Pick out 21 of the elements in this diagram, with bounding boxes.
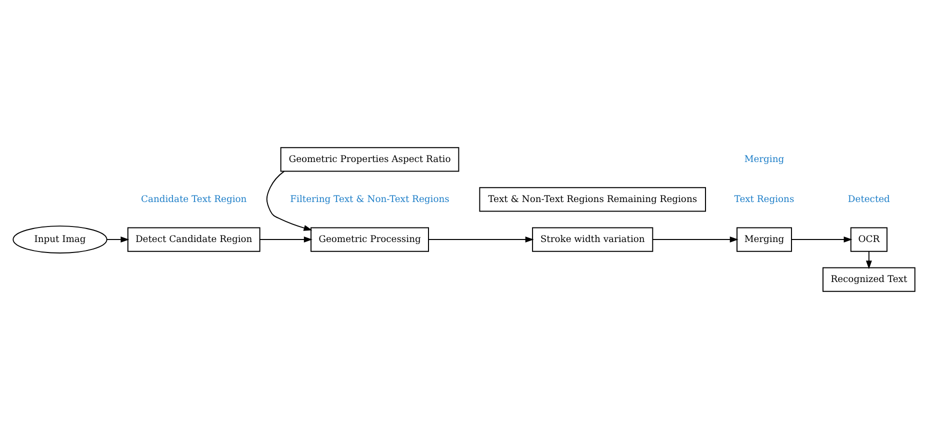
label: Detected bbox=[848, 194, 890, 205]
arrow bbox=[428, 236, 534, 242]
label: Candidate Text Region bbox=[140, 194, 247, 205]
node-box: Stroke width variation bbox=[532, 227, 654, 252]
arrow bbox=[260, 236, 312, 242]
arrow bbox=[791, 236, 852, 242]
node-box: OCR bbox=[850, 227, 888, 252]
label: Filtering Text & Non-Text Regions bbox=[290, 194, 450, 205]
node-ellipse: Input Imag bbox=[12, 226, 108, 254]
arrow bbox=[266, 170, 312, 231]
arrow bbox=[106, 236, 130, 242]
label: Text Regions bbox=[734, 194, 794, 205]
arrow bbox=[866, 250, 872, 270]
node-box: Merging bbox=[736, 227, 792, 252]
node-box: Detect Candidate Region bbox=[127, 227, 260, 252]
node-box: Recognized Text bbox=[822, 267, 916, 292]
node-box: Geometric Processing bbox=[310, 227, 429, 252]
arrow bbox=[652, 236, 738, 242]
node-box: Text & Non-Text Regions Remaining Regions bbox=[479, 187, 706, 212]
node-box: Geometric Properties Aspect Ratio bbox=[280, 147, 460, 172]
label: Merging bbox=[744, 154, 784, 165]
